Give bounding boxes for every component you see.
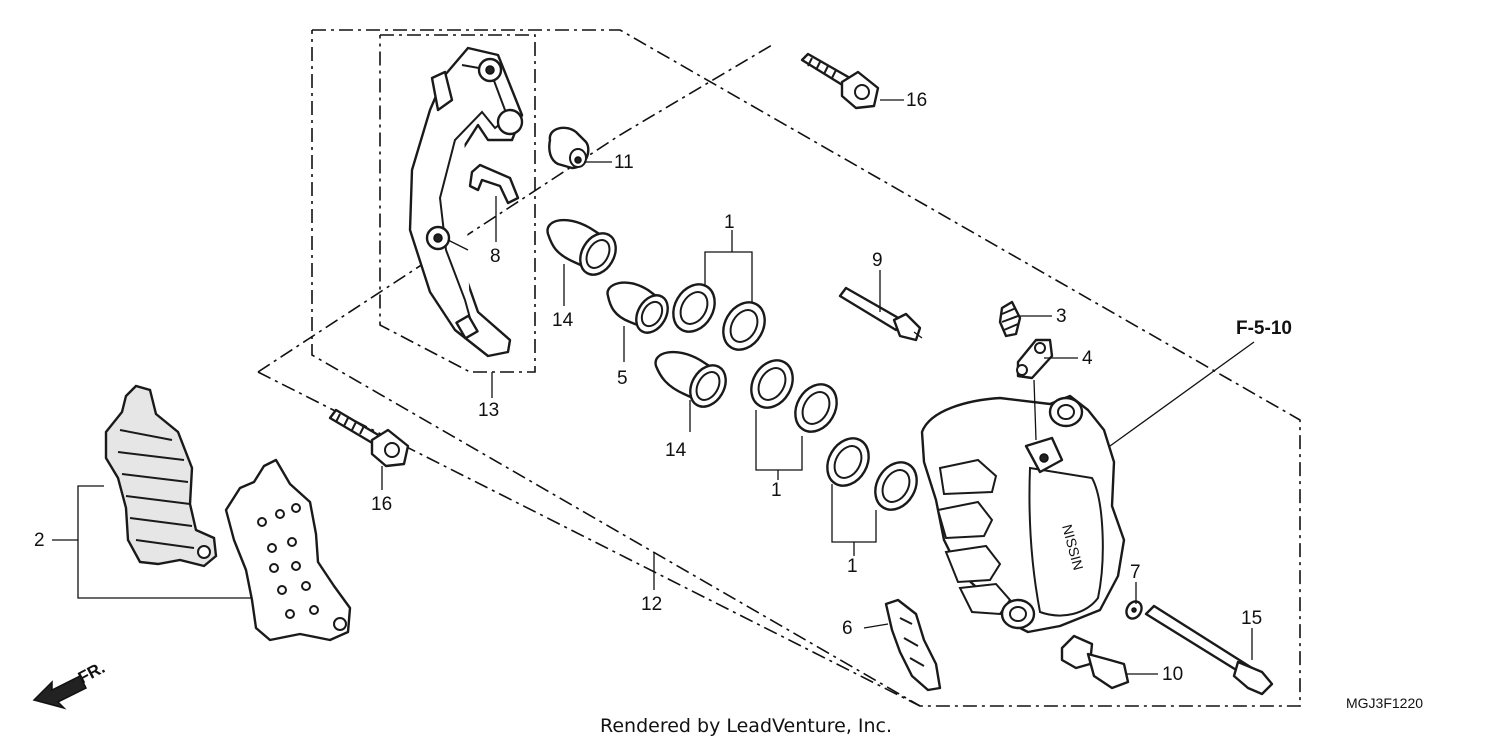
caliper-bracket	[408, 46, 524, 358]
callout-13: 13	[478, 400, 499, 421]
caliper-body: NISSIN	[920, 394, 1126, 634]
pad-retainer-clip	[468, 163, 520, 205]
pad-spring-plate	[884, 598, 942, 692]
callout-14: 14	[665, 440, 687, 461]
section-reference-label: F-5-10	[1236, 318, 1292, 339]
caliper-assembly-outline	[257, 29, 1301, 707]
bracket-assembly-outline	[379, 34, 536, 373]
callout-14: 14	[552, 310, 574, 331]
piston-upper	[546, 218, 617, 276]
front-direction-arrow: FR.	[32, 658, 108, 710]
pad-pin	[838, 286, 923, 342]
callout-1: 1	[724, 212, 735, 233]
leader-lines	[52, 99, 1255, 675]
render-credit-label: Rendered by LeadVenture, Inc.	[600, 715, 892, 737]
seal-ring	[722, 301, 766, 351]
callout-4: 4	[1082, 348, 1093, 369]
bleeder-fitting	[1016, 338, 1054, 380]
callout-6: 6	[842, 618, 853, 639]
brake-pad-front	[224, 458, 352, 642]
piston-lower	[654, 350, 727, 408]
slide-pin-bolt	[1144, 604, 1274, 696]
piston-middle	[606, 281, 669, 334]
brake-pad-back	[104, 384, 218, 568]
seal-ring	[826, 437, 870, 487]
callout-11: 11	[614, 152, 634, 173]
callout-12: 12	[641, 594, 662, 615]
callout-15: 15	[1241, 608, 1262, 629]
bleeder-cap	[548, 126, 590, 170]
callout-3: 3	[1056, 306, 1067, 327]
callout-1: 1	[847, 556, 858, 577]
seal-ring	[750, 359, 794, 409]
bleeder-screw	[998, 300, 1022, 338]
callout-10: 10	[1162, 664, 1183, 685]
callout-1: 1	[771, 480, 782, 501]
callout-2: 2	[34, 530, 45, 551]
callout-labels: 1 1 1 2 3 4 5 6 7 8 9 10 11 12 13 14 14 …	[34, 90, 1262, 685]
callout-7: 7	[1130, 562, 1141, 583]
diagram-code-label: MGJ3F1220	[1346, 695, 1423, 711]
callout-16: 16	[371, 494, 392, 515]
mounting-bolt-lower	[328, 408, 410, 468]
callout-5: 5	[617, 368, 628, 389]
callout-16: 16	[906, 90, 927, 111]
seal-ring	[794, 383, 838, 433]
mounting-bolt-upper	[800, 52, 880, 110]
seal-ring	[672, 283, 716, 333]
callout-9: 9	[872, 250, 883, 271]
caliper-bolt	[1060, 634, 1130, 690]
washer	[1125, 600, 1143, 620]
seal-ring	[874, 461, 918, 511]
callout-8: 8	[490, 246, 501, 267]
